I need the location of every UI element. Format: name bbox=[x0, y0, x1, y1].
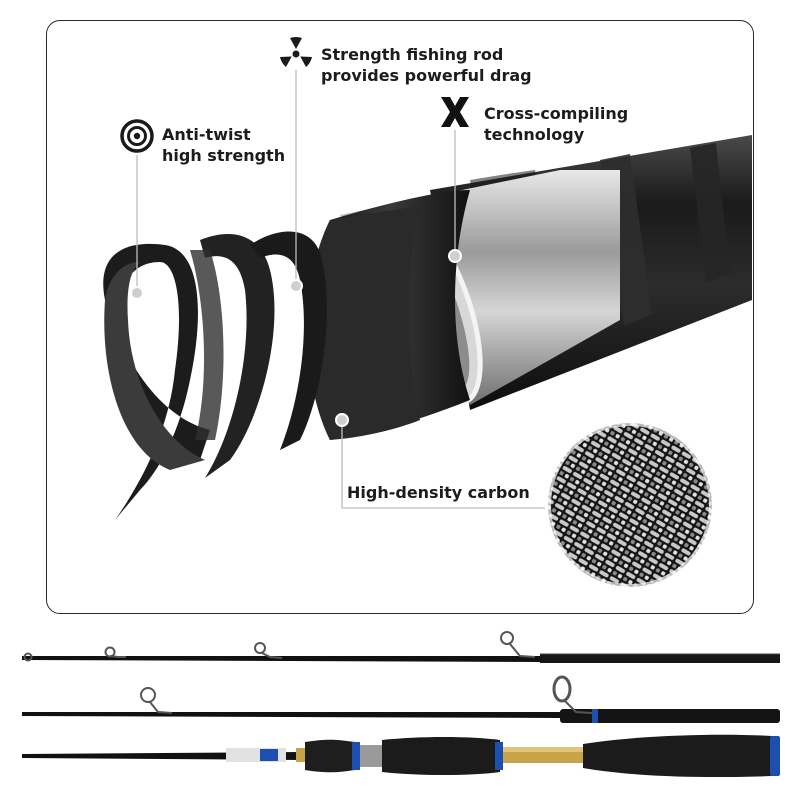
callout-dots bbox=[130, 249, 462, 427]
radiation-trefoil-icon bbox=[280, 36, 312, 67]
carbon-weave-texture bbox=[548, 423, 712, 587]
x-cross-icon bbox=[441, 97, 469, 127]
rod-layer-illustration bbox=[103, 36, 752, 587]
rod-guide-ring bbox=[23, 631, 536, 662]
target-rings-icon bbox=[120, 119, 154, 153]
tip-section bbox=[22, 631, 780, 663]
rod-sections bbox=[22, 631, 780, 778]
callout-anti-twist: Anti-twist high strength bbox=[162, 125, 286, 165]
butt-section-with-reel-seat bbox=[22, 734, 780, 778]
callout-strength: Strength fishing rod provides powerful d… bbox=[321, 45, 532, 85]
callout-leader-lines bbox=[136, 70, 545, 509]
callout-cross-compiling: Cross-compiling technology bbox=[484, 104, 629, 144]
unwound-carbon-ribbon bbox=[103, 231, 327, 520]
middle-section bbox=[22, 675, 780, 723]
callout-high-density-carbon: High-density carbon bbox=[347, 483, 530, 502]
